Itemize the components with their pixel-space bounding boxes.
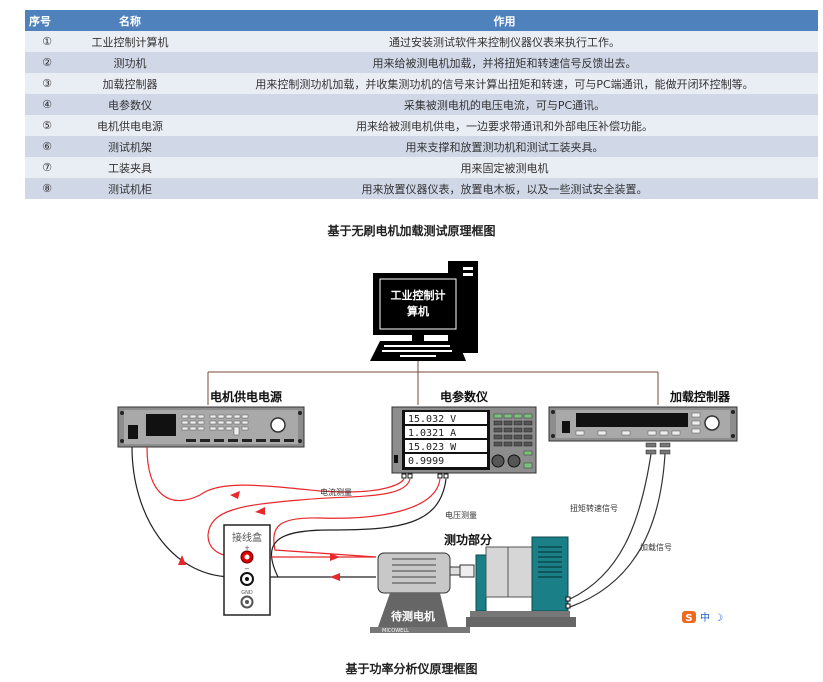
cell-name: 工业控制计算机 [69,31,191,52]
load-controller-label: 加载控制器 [669,389,731,404]
cell-name: 测试机架 [69,136,191,157]
plus-label: + [244,544,250,552]
current-measure-label: 电流测量 [320,487,352,497]
cell-no: ③ [25,73,69,94]
reading-power: 15.023 W [408,442,457,453]
computer-label-2: 算机 [406,304,429,318]
reading-voltage: 15.032 V [408,414,456,425]
cell-name: 工装夹具 [69,157,191,178]
moon-icon: ☽ [714,613,723,624]
wires [131,446,666,608]
ime-logo-icon: S [685,613,692,624]
caption-bottom: 基于功率分析仪原理框图 [345,662,478,676]
computer-icon: 工业控制计 算机 [370,261,478,361]
reading-current: 1.0321 A [408,428,456,439]
cell-name: 测功机 [69,52,191,73]
ime-indicator[interactable]: S 中 ☽ [682,611,723,624]
reading-pf: 0.9999 [408,456,444,467]
load-signal-label: 加载信号 [640,542,672,552]
motor-under-test: 待测电机 MICOWELL [370,552,475,634]
cell-no: ⑥ [25,136,69,157]
junction-box: 接线盒 + − GND [223,524,271,616]
cell-name: 加载控制器 [69,73,191,94]
ime-mode-label: 中 [700,611,710,624]
cell-function: 用来放置仪器仪表，放置电木板，以及一些测试安全装置。 [191,178,818,199]
header-no: 序号 [25,10,69,31]
cell-name: 电机供电电源 [69,115,191,136]
computer-label-1: 工业控制计 [391,288,446,302]
caption-top: 基于无刷电机加载测试原理框图 [327,224,496,238]
cell-no: ⑧ [25,178,69,199]
cell-no: ⑦ [25,157,69,178]
minus-label: − [244,565,250,573]
principle-diagram: 工业控制计 算机 电机供电电源 [117,261,738,634]
cell-no: ② [25,52,69,73]
voltage-measure-label: 电压测量 [445,510,477,520]
motor-under-test-label: 待测电机 [390,609,435,623]
power-analyzer-label: 电参数仪 [440,389,489,404]
cell-function: 通过安装测试软件来控制仪器仪表来执行工作。 [191,31,818,52]
dyno-section-label: 测功部分 [444,532,492,547]
cell-name: 电参数仪 [69,94,191,115]
header-name: 名称 [69,10,191,31]
comm-lines [207,359,659,405]
header-function: 作用 [191,10,818,31]
power-supply-device [117,406,305,448]
cell-function: 用来给被测电机加载，并将扭矩和转速信号反馈出去。 [191,52,818,73]
cell-no: ⑤ [25,115,69,136]
cell-no: ① [25,31,69,52]
cell-function: 用来给被测电机供电，一边要求带通讯和外部电压补偿功能。 [191,115,818,136]
torque-speed-signal-label: 扭矩转速信号 [570,503,618,513]
cell-function: 采集被测电机的电压电流，可与PC通讯。 [191,94,818,115]
cell-name: 测试机柜 [69,178,191,199]
cell-no: ④ [25,94,69,115]
dynamometer [466,536,576,627]
power-supply-label: 电机供电电源 [210,389,282,404]
brand-label: MICOWELL [382,628,409,634]
cell-function: 用来固定被测电机 [191,157,818,178]
cell-function: 用来控制测功机加载，并收集测功机的信号来计算出扭矩和转速，可与PC端通讯，能做开… [191,73,818,94]
cell-function: 用来支撑和放置测功机和测试工装夹具。 [191,136,818,157]
gnd-label: GND [241,590,253,596]
load-controller-device [548,406,738,455]
junction-box-label: 接线盒 [232,531,262,544]
table-header-row: 序号 名称 作用 [25,10,818,31]
wire-arrows [178,491,340,581]
power-analyzer-device: 15.032 V 1.0321 A 15.023 W 0.9999 [391,406,537,479]
